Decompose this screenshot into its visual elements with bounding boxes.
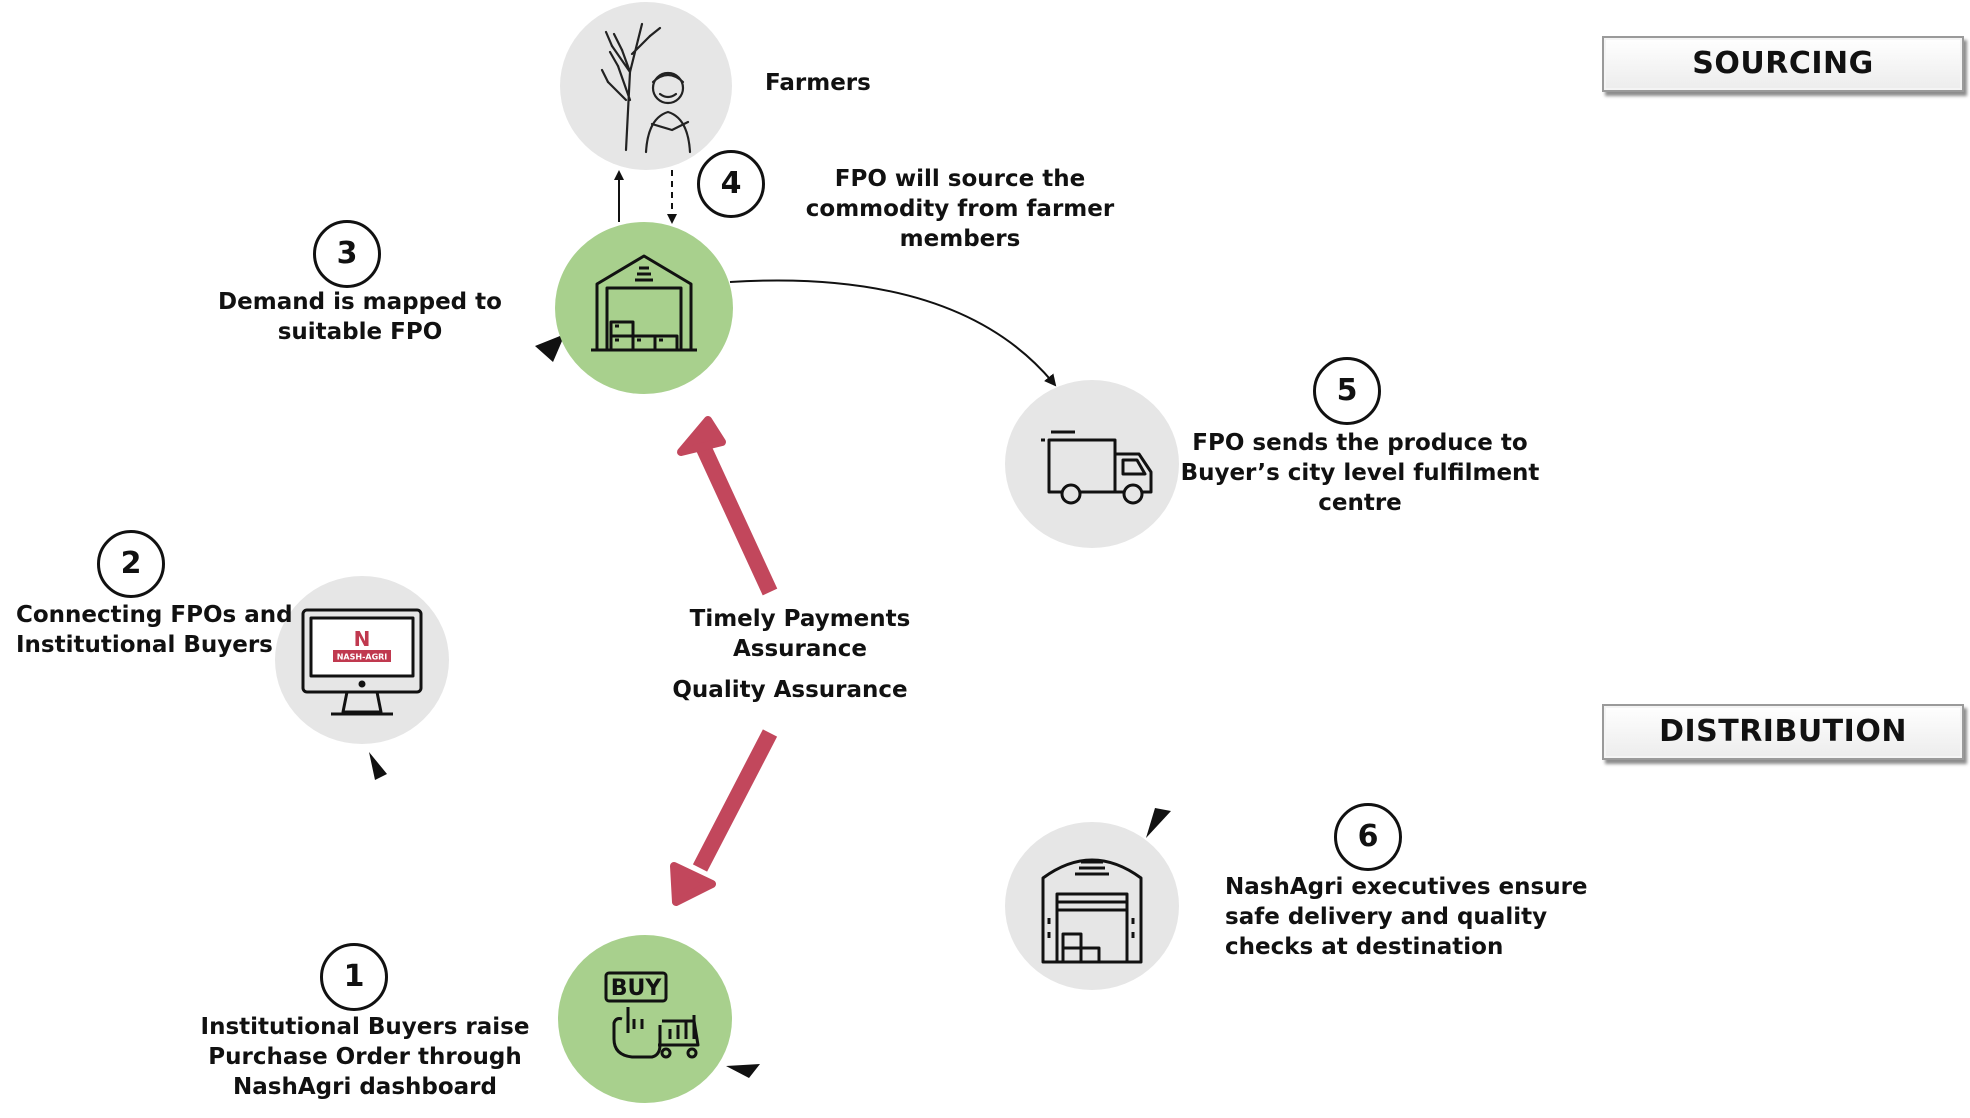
svg-text:NASH-AGRI: NASH-AGRI (337, 653, 388, 662)
cycle-arrowhead (1146, 808, 1171, 838)
buy-cart-icon: BUY (558, 935, 732, 1103)
step-6-number: 6 (1334, 803, 1402, 871)
cycle-arrowhead (535, 334, 565, 362)
step-6-label: NashAgri executives ensure safe delivery… (1225, 874, 1588, 960)
step-5-label: FPO sends the produce to Buyer’s city le… (1180, 430, 1540, 516)
quality-assurance-label: Quality Assurance (672, 677, 908, 703)
step-2-label: Connecting FPOs and Institutional Buyers (16, 602, 293, 658)
sourcing-phase-button[interactable]: SOURCING (1602, 36, 1964, 92)
warehouse-icon (555, 222, 733, 394)
fulfilment-centre-icon (1005, 822, 1179, 990)
farmers-label: Farmers (765, 70, 871, 96)
step-2-number: 2 (97, 530, 165, 598)
nashagri-monitor-icon: N NASH-AGRI (275, 576, 449, 744)
cycle-arrowhead (369, 752, 387, 780)
step-1-number: 1 (320, 943, 388, 1011)
step-3-label: Demand is mapped to suitable FPO (218, 289, 502, 345)
distribution-phase-button[interactable]: DISTRIBUTION (1602, 704, 1964, 760)
step-4-label: FPO will source the commodity from farme… (805, 166, 1115, 252)
svg-text:N: N (354, 627, 371, 651)
cycle-arrowhead (726, 1064, 760, 1078)
step-5-number: 5 (1313, 357, 1381, 425)
step-4-number: 4 (697, 150, 765, 218)
assurance-arrow-up (692, 436, 778, 596)
assurance-arrowhead-up (677, 416, 726, 456)
assurance-arrow-down (692, 729, 778, 872)
fpo-to-truck-arrow (729, 279, 1057, 387)
farmer-icon (560, 2, 732, 170)
step-3-number: 3 (313, 220, 381, 288)
assurance-arrowhead-down (670, 862, 716, 906)
svg-text:BUY: BUY (611, 976, 663, 1001)
delivery-truck-icon (1005, 380, 1179, 548)
step-1-label: Institutional Buyers raise Purchase Orde… (200, 1014, 530, 1100)
timely-payments-label: Timely Payments Assurance (689, 606, 911, 662)
